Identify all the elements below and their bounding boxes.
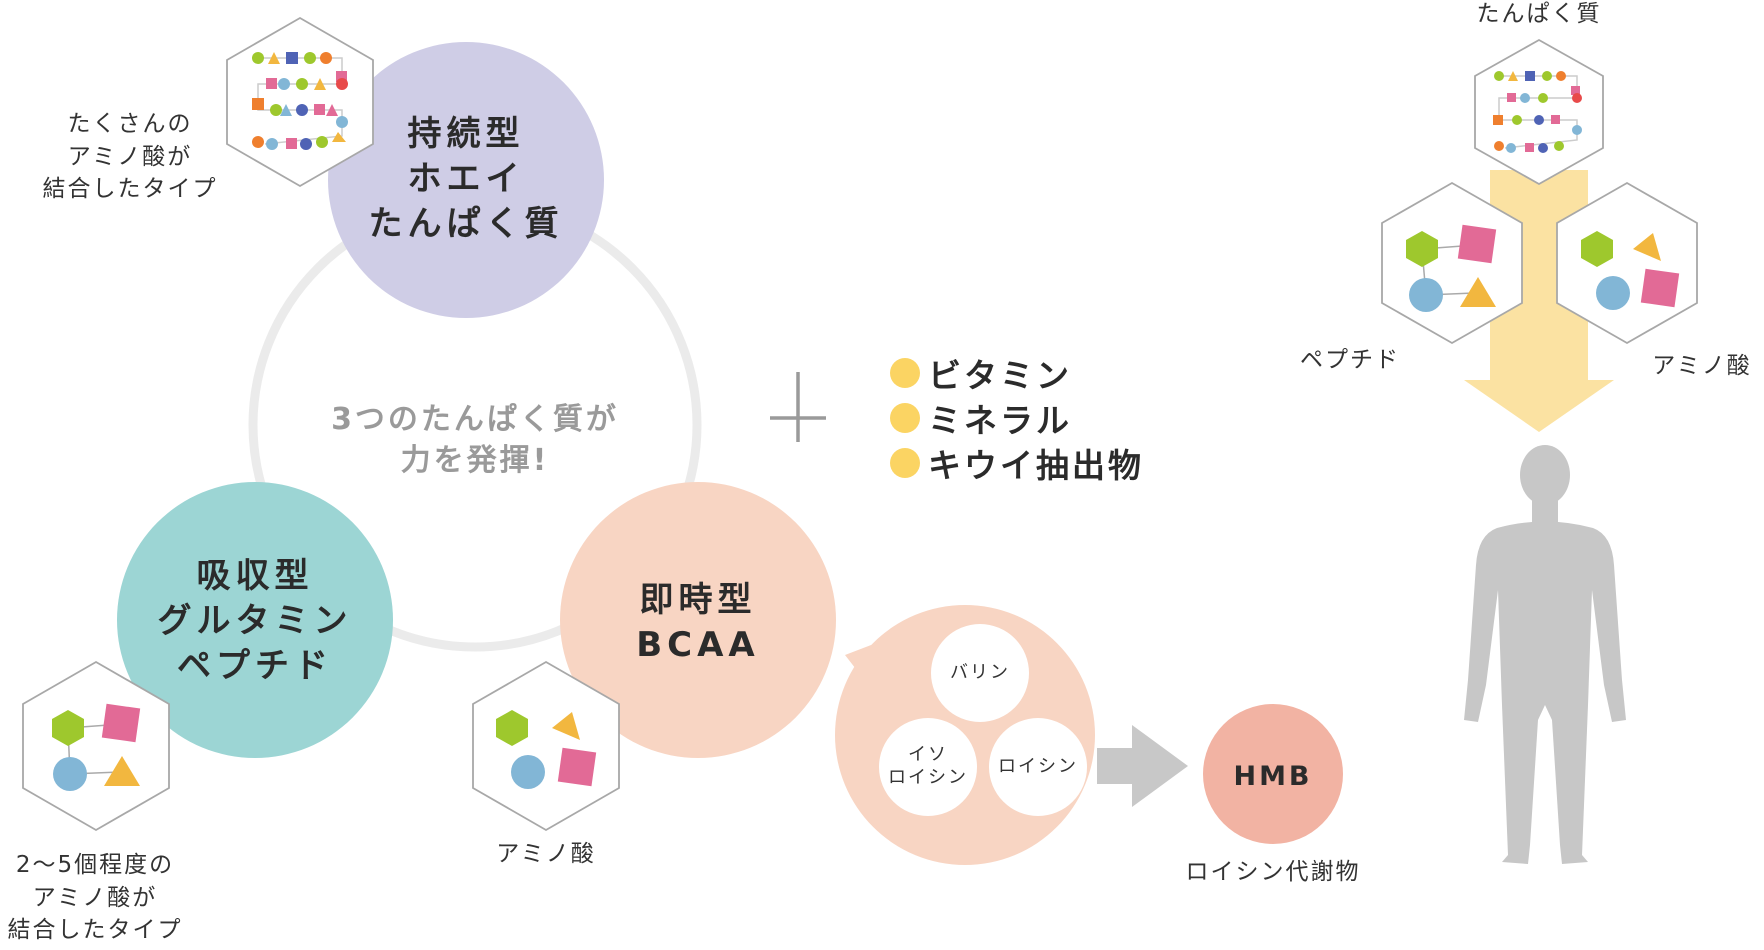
- center-caption: 3つのたんぱく質が 力を発揮!: [331, 402, 619, 478]
- whey-title: 持続型 ホエイ たんぱく質: [368, 114, 564, 244]
- protein-hexagon-icon: [1474, 38, 1604, 186]
- supplement-label: ビタミン: [928, 355, 1072, 395]
- bubble-leucine-label: ロイシン: [998, 756, 1078, 777]
- glutamine-description: 2〜5個程度の アミノ酸が 結合したタイプ: [7, 852, 183, 944]
- bubble-isoleucine: [879, 718, 977, 816]
- hmb-caption: ロイシン代謝物: [1185, 859, 1361, 885]
- amino-hexagon-icon: [1556, 181, 1698, 345]
- supplement-label: キウイ抽出物: [928, 445, 1144, 485]
- glutamine-circle: [117, 482, 393, 758]
- protein-label: たんぱく質: [1476, 1, 1602, 27]
- bcaa-speech-bubble: [835, 605, 1095, 865]
- glutamine-title: 吸収型 グルタミン ペプチド: [157, 556, 353, 686]
- plus-icon: [770, 372, 826, 442]
- supplement-item: キウイ抽出物: [890, 440, 1144, 485]
- hmb-circle: [1203, 704, 1343, 844]
- hmb-label: HMB: [1233, 761, 1313, 792]
- supplement-list: ビタミン ミネラル キウイ抽出物: [890, 350, 1144, 485]
- supplement-dot-icon: [890, 402, 920, 433]
- whey-description: たくさんの アミノ酸が 結合したタイプ: [42, 111, 218, 203]
- supplement-item: ビタミン: [890, 350, 1144, 395]
- whey-circle: [328, 42, 604, 318]
- supplement-dot-icon: [890, 447, 920, 478]
- human-body-icon: [1464, 445, 1626, 864]
- bcaa-caption: アミノ酸: [496, 841, 596, 867]
- amino-acid-chain-icon: [226, 16, 374, 188]
- bubble-valine-label: バリン: [950, 662, 1010, 683]
- bcaa-circle: [560, 482, 836, 758]
- amino-acid-icon: [472, 660, 620, 832]
- bubble-valine: [931, 624, 1029, 722]
- bcaa-title: 即時型 BCAA: [636, 580, 760, 665]
- peptide-label: ペプチド: [1300, 347, 1400, 373]
- supplement-item: ミネラル: [890, 395, 1144, 440]
- bubble-isoleucine-label: イソ ロイシン: [888, 744, 968, 789]
- peptide-hexagon-icon: [1381, 181, 1523, 345]
- bubble-leucine: [989, 718, 1087, 816]
- arrow-right-icon: [1097, 725, 1188, 807]
- amino-label: アミノ酸: [1652, 353, 1752, 379]
- peptide-molecule-icon: [22, 660, 170, 832]
- supplement-dot-icon: [890, 357, 920, 388]
- supplement-label: ミネラル: [928, 400, 1072, 440]
